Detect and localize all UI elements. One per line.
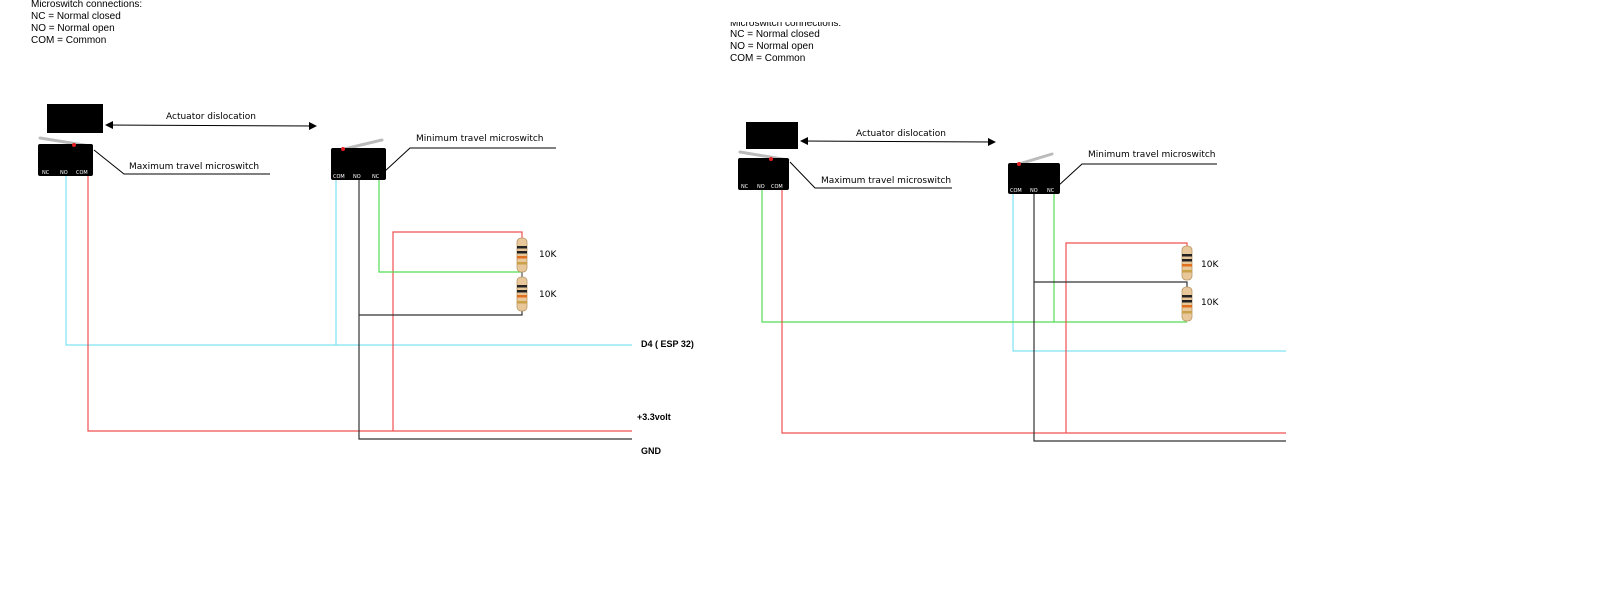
left-min-pointer xyxy=(383,147,556,173)
right-power-wire xyxy=(781,190,1286,434)
right-signal-wire xyxy=(1012,194,1286,352)
right-resistor-bottom-label: 10K xyxy=(1201,298,1219,308)
pin-nc-label: NC xyxy=(372,174,380,180)
pin-nc-label: NC xyxy=(42,170,50,176)
pin-no-label: NO xyxy=(757,184,765,190)
left-ground-wire xyxy=(358,180,632,440)
rail-gnd-label: GND xyxy=(641,446,662,456)
pin-nc-label: NC xyxy=(1047,188,1055,194)
legend-heading: Microswitch connections: xyxy=(31,0,143,10)
pin-com-label: COM xyxy=(333,174,345,180)
left-max-switch-label: Maximum travel microswitch xyxy=(129,162,259,172)
left-min-switch-label: Minimum travel microswitch xyxy=(416,134,544,144)
right-min-pointer xyxy=(1057,163,1217,187)
left-resistor-bottom xyxy=(516,276,528,312)
right-ground-wire xyxy=(1033,194,1286,442)
legend-no: NO = Normal open xyxy=(31,23,115,34)
rail-3v3-label: +3.3volt xyxy=(637,412,671,422)
legend-left: Microswitch connections: NC = Normal clo… xyxy=(31,0,142,47)
pin-com-label: COM xyxy=(76,170,88,176)
left-power-wire xyxy=(87,176,632,432)
right-min-switch-label: Minimum travel microswitch xyxy=(1088,150,1216,160)
right-max-microswitch: NC NO COM xyxy=(738,150,790,190)
pin-com-label: COM xyxy=(1010,188,1022,194)
left-max-microswitch: NC NO COM xyxy=(38,136,93,176)
left-resistor-top-label: 10K xyxy=(539,250,557,260)
left-actuator-block xyxy=(47,104,103,133)
right-actuator-label: Actuator dislocation xyxy=(856,129,946,139)
left-no-wire xyxy=(378,180,522,273)
legend-nc: NC = Normal closed xyxy=(31,11,121,22)
pin-com-label: COM xyxy=(771,184,783,190)
pin-no-label: NO xyxy=(353,174,361,180)
right-resistor-top-label: 10K xyxy=(1201,260,1219,270)
left-max-pointer xyxy=(93,149,270,175)
legend-nc: NC = Normal closed xyxy=(730,29,820,40)
right-max-pointer xyxy=(789,161,952,189)
left-resistor-bottom-label: 10K xyxy=(539,290,557,300)
left-resistor-top xyxy=(516,237,528,273)
left-actuator-label: Actuator dislocation xyxy=(166,112,256,122)
left-min-microswitch: COM NO NC xyxy=(331,138,386,180)
right-min-microswitch: COM NO NC xyxy=(1008,152,1060,194)
right-actuator-block xyxy=(746,122,798,149)
pin-no-label: NO xyxy=(60,170,68,176)
pin-nc-label: NC xyxy=(741,184,749,190)
right-diagram: Actuator dislocation NC NO COM Maximum t… xyxy=(738,122,1286,442)
right-resistor-top xyxy=(1181,245,1193,281)
legend-right: Microswitch connections: NC = Normal clo… xyxy=(730,22,841,65)
left-signal-wire xyxy=(65,176,632,346)
legend-no: NO = Normal open xyxy=(730,41,814,52)
pin-no-label: NO xyxy=(1030,188,1038,194)
right-resistor-bottom xyxy=(1181,286,1193,322)
right-no-wire xyxy=(761,190,1187,323)
legend-heading: Microswitch connections: xyxy=(730,22,842,29)
right-actuator-arrow xyxy=(800,137,996,146)
right-max-switch-label: Maximum travel microswitch xyxy=(821,176,951,186)
legend-com: COM = Common xyxy=(31,35,107,46)
left-diagram: Actuator dislocation NC NO COM Maximum t… xyxy=(38,104,694,456)
left-actuator-arrow xyxy=(105,121,317,130)
rail-d4-label: D4 ( ESP 32) xyxy=(641,339,694,349)
legend-com: COM = Common xyxy=(730,53,806,64)
